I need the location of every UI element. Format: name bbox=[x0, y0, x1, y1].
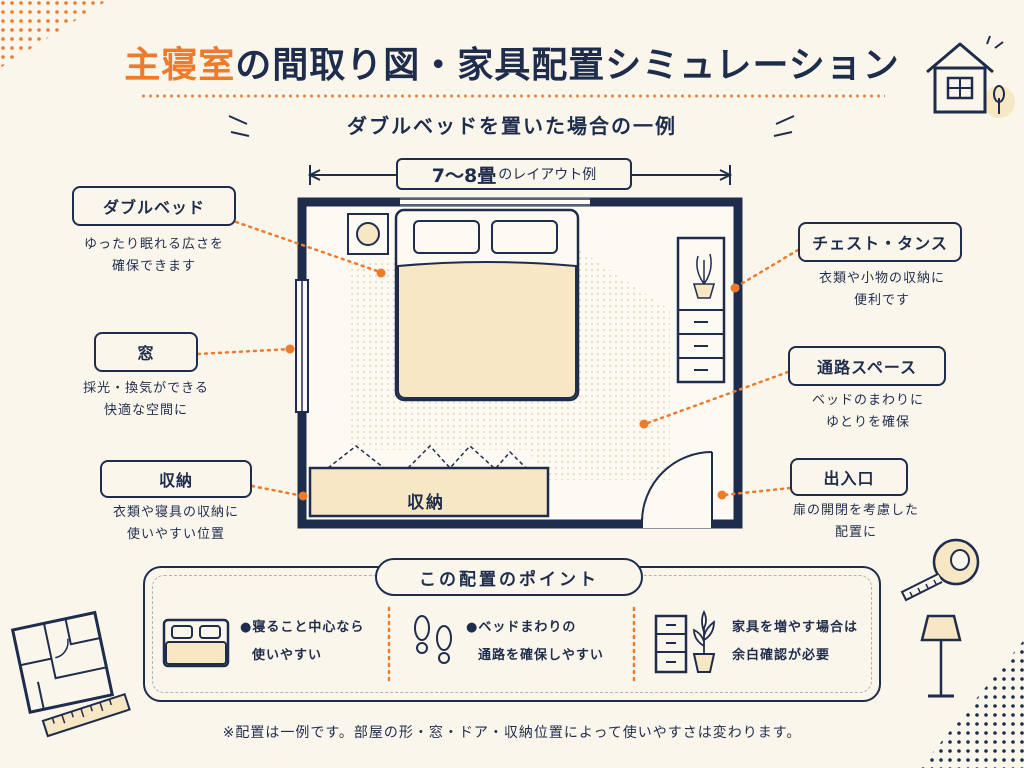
page-subtitle: ダブルベッドを置いた場合の一例 bbox=[347, 114, 677, 138]
title-rest: の間取り図・家具配置シミュレーション bbox=[235, 45, 900, 86]
callout-bed-desc: ゆったり眠れる広さを 確保できます bbox=[54, 234, 254, 278]
callout-bed-desc-line2: 確保できます bbox=[111, 259, 196, 274]
point-1-text: ●寝ること中心なら 使いやすい bbox=[240, 614, 385, 670]
callout-chest-desc: 衣類や小物の収納に 便利です bbox=[782, 268, 982, 312]
callout-entrance-desc: 扉の開閉を考慮した 配置に bbox=[756, 500, 956, 544]
point-3-text: 家具を増やす場合は 余白確認が必要 bbox=[732, 614, 872, 670]
points-title: この配置のポイント bbox=[375, 558, 643, 596]
callout-chest-label: チェスト・タンス bbox=[798, 222, 962, 262]
storage-closet bbox=[308, 466, 550, 518]
callout-storage-desc-line1: 衣類や寝具の収納に bbox=[112, 505, 239, 520]
callout-chest-desc-line1: 衣類や小物の収納に bbox=[818, 271, 945, 286]
dimension-small: のレイアウト例 bbox=[498, 167, 597, 183]
page-title: 主寝室の間取り図・家具配置シミュレーション bbox=[0, 36, 1024, 88]
callout-bed-label: ダブルベッド bbox=[72, 186, 236, 226]
points-dividers bbox=[387, 606, 636, 684]
callout-passage-label: 通路スペース bbox=[788, 346, 946, 386]
callout-window-desc: 採光・換気ができる 快適な空間に bbox=[46, 378, 246, 422]
point-3-line2: 余白確認が必要 bbox=[732, 648, 831, 663]
point-2-line1: ●ベッドまわりの bbox=[466, 620, 577, 635]
callout-passage-desc-line2: ゆとりを確保 bbox=[825, 415, 910, 430]
title-accent: 主寝室 bbox=[124, 45, 236, 86]
callout-storage-label: 収納 bbox=[100, 460, 252, 498]
dot-pattern-bottom-right bbox=[920, 640, 1024, 768]
floor-lamp-icon bbox=[920, 614, 962, 698]
tape-measure-icon bbox=[900, 538, 980, 602]
subtitle-accent-left bbox=[228, 115, 250, 137]
callout-storage-desc: 衣類や寝具の収納に 使いやすい位置 bbox=[76, 502, 276, 546]
dimension-main: 7〜8畳 bbox=[431, 164, 497, 187]
house-icon bbox=[926, 35, 1015, 118]
footprints-icon bbox=[414, 615, 452, 664]
dimension-label: 7〜8畳のレイアウト例 bbox=[396, 158, 632, 190]
subtitle-accent-right bbox=[773, 115, 795, 137]
callout-chest-desc-line2: 便利です bbox=[853, 293, 910, 308]
callout-entrance-label: 出入口 bbox=[790, 458, 908, 496]
callout-entrance-desc-line2: 配置に bbox=[834, 525, 877, 540]
callout-window-desc-line1: 採光・換気ができる bbox=[83, 381, 209, 396]
point-1-line2: 使いやすい bbox=[252, 648, 323, 663]
storage-room-label: 収納 bbox=[407, 492, 445, 513]
door-swing bbox=[641, 451, 713, 523]
dot-pattern-top-left bbox=[0, 0, 108, 68]
point-1-line1: ●寝ること中心なら bbox=[240, 620, 365, 635]
callout-entrance-desc-line1: 扉の開閉を考慮した bbox=[792, 503, 919, 518]
bed-icon bbox=[162, 618, 230, 668]
callout-window-label: 窓 bbox=[94, 332, 198, 372]
callout-window-desc-line2: 快適な空間に bbox=[103, 403, 188, 418]
point-2-line2: 通路を確保しやすい bbox=[478, 648, 604, 663]
callout-bed-desc-line1: ゆったり眠れる広さを bbox=[83, 237, 224, 252]
callout-storage-desc-line2: 使いやすい位置 bbox=[126, 527, 225, 542]
point-2-text: ●ベッドまわりの 通路を確保しやすい bbox=[466, 614, 626, 670]
footnote: ※配置は一例です。部屋の形・窓・ドア・収納位置によって使いやすさは変わります。 bbox=[222, 725, 802, 741]
chest-plant-icon bbox=[654, 609, 716, 674]
title-underline bbox=[140, 94, 885, 98]
point-3-line1: 家具を増やす場合は bbox=[732, 620, 859, 635]
blueprint-sketch-icon bbox=[10, 610, 131, 738]
floor-plan bbox=[295, 197, 743, 529]
callout-passage-desc: ベッドのまわりに ゆとりを確保 bbox=[768, 390, 968, 434]
callout-passage-desc-line1: ベッドのまわりに bbox=[811, 393, 924, 408]
